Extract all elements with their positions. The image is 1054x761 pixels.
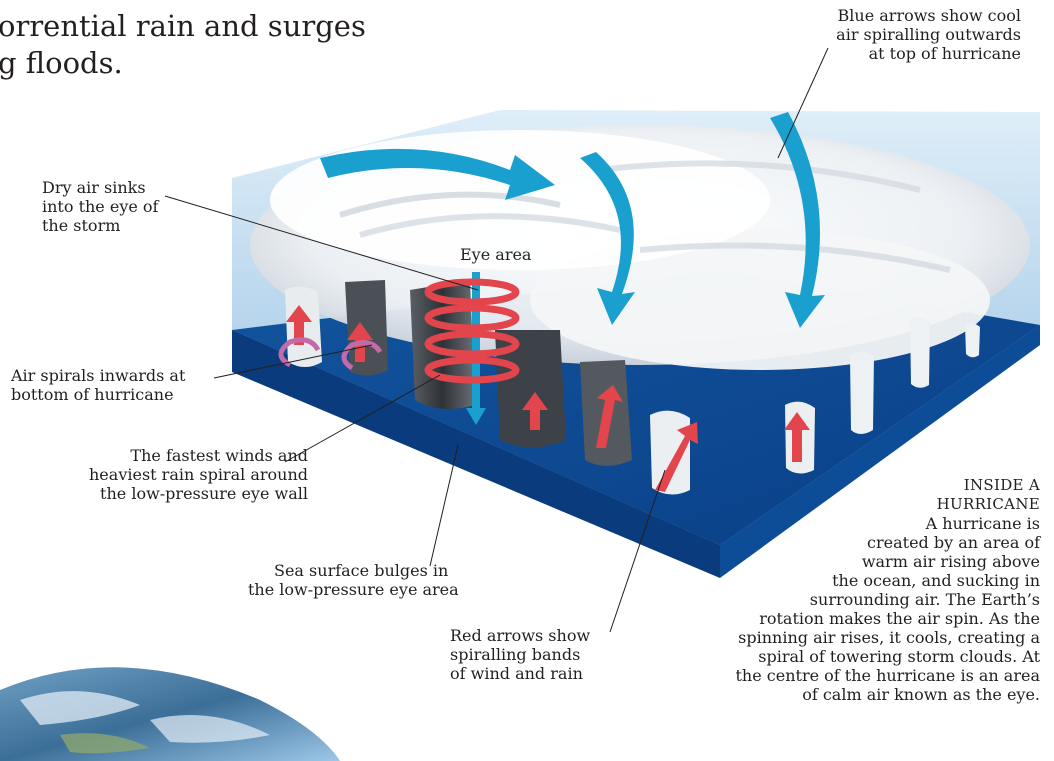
label-fastest-winds: The fastest winds and heaviest rain spir…	[89, 446, 308, 503]
caption-inside-a-hurricane: INSIDE A HURRICANE A hurricane is create…	[735, 476, 1040, 704]
caption-title-line-1: INSIDE A	[963, 476, 1040, 494]
intro-line-1: orrential rain and surges	[0, 9, 366, 43]
label-red-arrows: Red arrows show spiralling bands of wind…	[450, 626, 591, 683]
label-dry-air: Dry air sinks into the eye of the storm	[42, 178, 159, 235]
label-blue-arrows: Blue arrows show cool air spiralling out…	[836, 6, 1021, 63]
intro-line-2: g floods.	[0, 46, 123, 80]
caption-title-line-2: HURRICANE	[936, 495, 1040, 513]
label-eye-area: Eye area	[460, 245, 532, 264]
earth-image	[0, 667, 340, 761]
leader-lines	[164, 47, 829, 633]
blue-outflow-arrows	[320, 112, 825, 328]
label-air-spirals: Air spirals inwards at bottom of hurrica…	[11, 366, 186, 404]
eye-downdraft-arrow	[466, 272, 486, 425]
label-sea-surface: Sea surface bulges in the low-pressure e…	[248, 561, 459, 599]
inflow-loops	[278, 337, 383, 371]
eye-wall-spiral	[424, 278, 520, 384]
